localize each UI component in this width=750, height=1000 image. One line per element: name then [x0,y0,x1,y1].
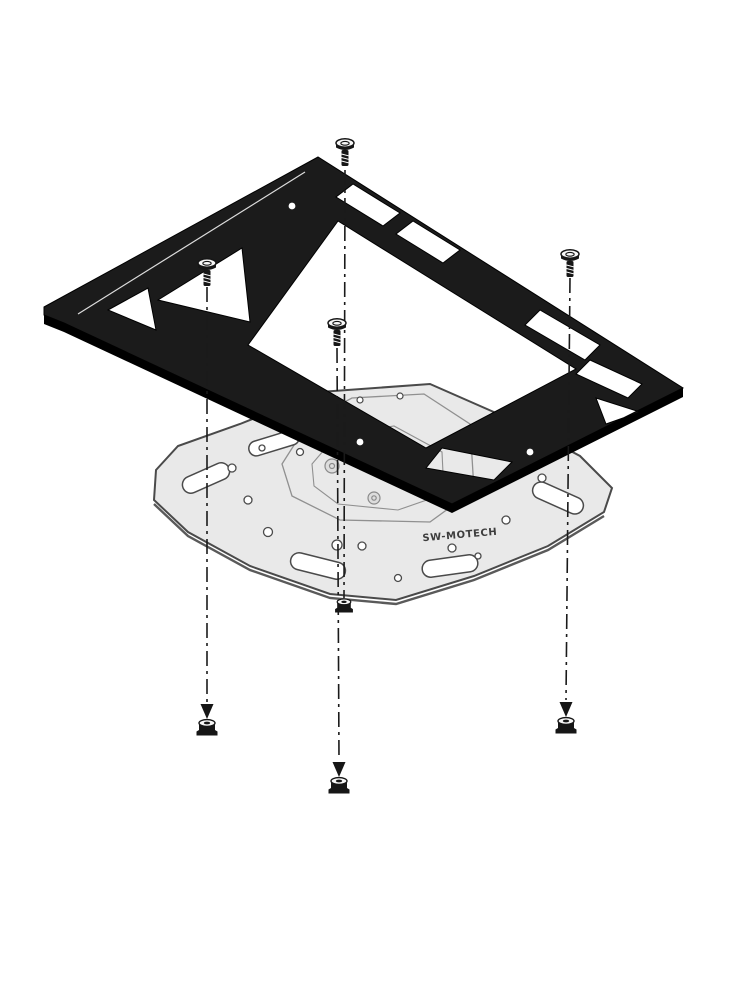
screw-top [335,138,355,167]
nut-bottom-center [327,776,351,795]
adapter-hole [243,495,253,505]
adapter-hole [501,515,511,525]
nut-under-plate [334,598,354,614]
mounting-boss-hole [328,462,336,470]
adapter-slot-bottom-right [421,554,479,578]
adapter-hole [357,541,367,551]
adapter-slot-bottom-left [289,552,347,580]
adapter-hole [396,392,404,400]
adapter-hole [356,396,364,404]
nut-bottom-left [195,718,219,737]
adapter-hole [227,463,237,473]
arrow-center [332,762,346,777]
centerline-right [565,277,571,701]
adapter-slot-right [531,481,585,515]
luggage-rack-plate [43,156,685,513]
mounting-boss [367,491,381,505]
assembly-centerlines [206,169,571,761]
adapter-hole [447,543,457,553]
rack-rivet-hole [288,202,296,210]
adapter-plate-thickness-edge [153,503,605,606]
rack-plate-body [43,156,685,505]
arrow-left [200,704,214,719]
adapter-hole [393,573,403,583]
adapter-hole [537,473,547,483]
centerline-top [343,169,346,599]
rack-rivet-hole [526,448,534,456]
nut-bottom-right [554,716,578,735]
adapter-hole [295,447,305,457]
adapter-hole [474,552,482,560]
adapter-center-hole [331,539,343,551]
arrow-right [559,702,573,717]
screw-right [560,249,580,278]
screw-middle [327,318,347,347]
mounting-boss [324,458,340,474]
rack-rivet-hole [356,438,364,446]
adapter-hole [258,444,266,452]
adapter-hole [262,526,274,538]
mounting-boss-hole [371,495,377,501]
rack-plate-edge-highlight [77,171,306,315]
centerline-center [336,347,340,761]
